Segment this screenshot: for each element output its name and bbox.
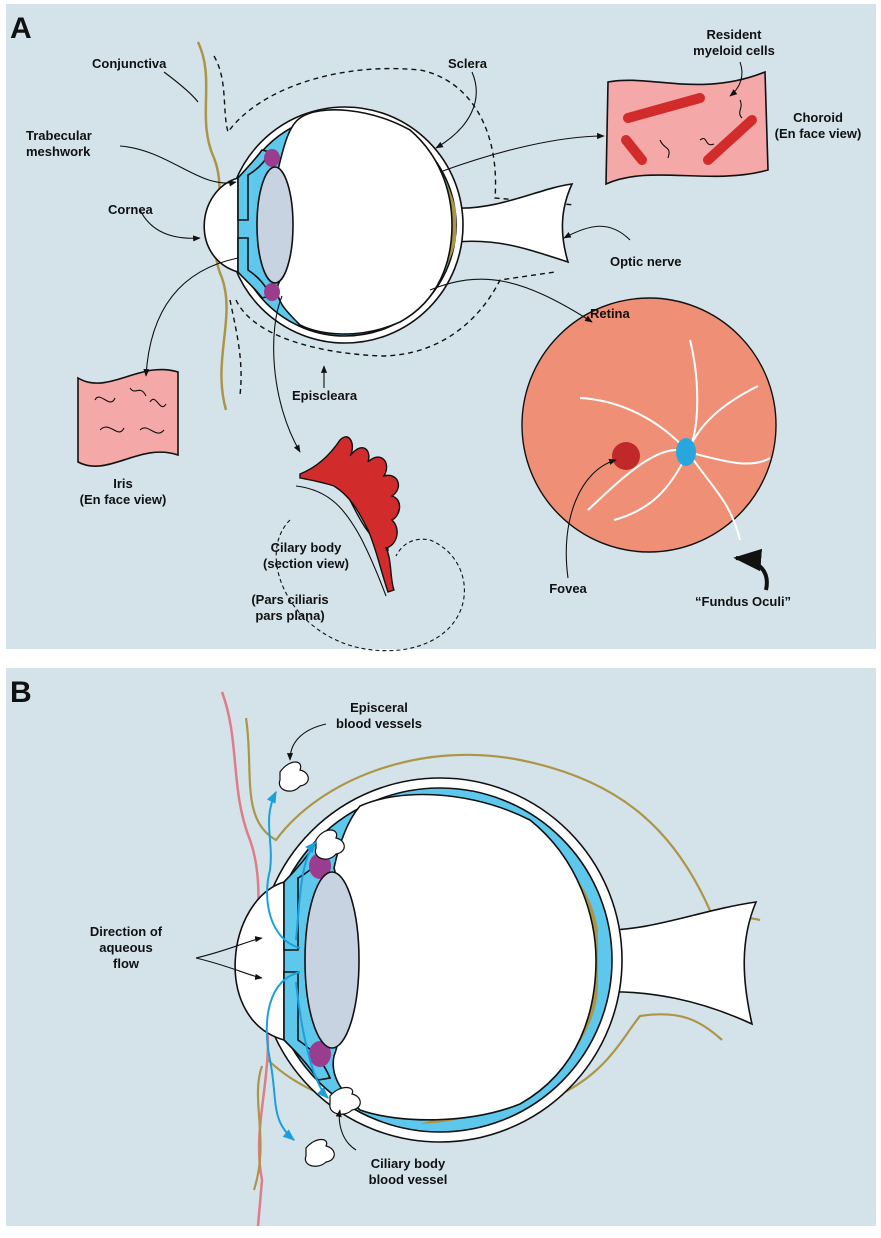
label-episcleara: Episcleara xyxy=(292,388,358,403)
label-resident-1: Resident xyxy=(707,27,763,42)
label-cornea: Cornea xyxy=(108,202,154,217)
label-episceral-1: Episceral xyxy=(350,700,408,715)
label-ciliary-vessel-1: Ciliary body xyxy=(371,1156,446,1171)
label-direction-3: flow xyxy=(113,956,140,971)
choroid-en-face-tile xyxy=(606,72,768,184)
panel-a-letter: A xyxy=(10,12,32,45)
label-conjunctiva: Conjunctiva xyxy=(92,56,167,71)
label-fovea: Fovea xyxy=(549,581,587,596)
label-iris-1: Iris xyxy=(113,476,133,491)
label-choroid-1: Choroid xyxy=(793,110,843,125)
fundus-oculi xyxy=(522,298,776,552)
label-ciliary-2: (section view) xyxy=(263,556,349,571)
label-sclera: Sclera xyxy=(448,56,488,71)
label-episceral-2: blood vessels xyxy=(336,716,422,731)
label-direction-2: aqueous xyxy=(99,940,152,955)
label-optic-nerve: Optic nerve xyxy=(610,254,682,269)
label-fundus: “Fundus Oculi” xyxy=(695,594,791,609)
label-resident-2: myeloid cells xyxy=(693,43,775,58)
fundus-disc xyxy=(522,298,776,552)
label-retina: Retina xyxy=(590,306,631,321)
label-pars-2: pars plana) xyxy=(255,608,324,623)
lens-a xyxy=(257,167,293,283)
ciliary-ring-a-upper xyxy=(264,149,280,167)
ciliary-ring-a-lower xyxy=(264,283,280,301)
label-trabecular-2: meshwork xyxy=(26,144,91,159)
label-direction-1: Direction of xyxy=(90,924,163,939)
lens-b xyxy=(305,872,359,1048)
label-pars-1: (Pars ciliaris xyxy=(251,592,328,607)
label-choroid-2: (En face view) xyxy=(775,126,862,141)
fovea-dot xyxy=(612,442,640,470)
label-iris-2: (En face view) xyxy=(80,492,167,507)
iris-en-face-tile xyxy=(78,369,178,466)
label-ciliary-1: Cilary body xyxy=(271,540,343,555)
optic-disc xyxy=(676,438,696,466)
label-trabecular-1: Trabecular xyxy=(26,128,92,143)
panel-b-letter: B xyxy=(10,676,32,709)
label-ciliary-vessel-2: blood vessel xyxy=(369,1172,448,1187)
